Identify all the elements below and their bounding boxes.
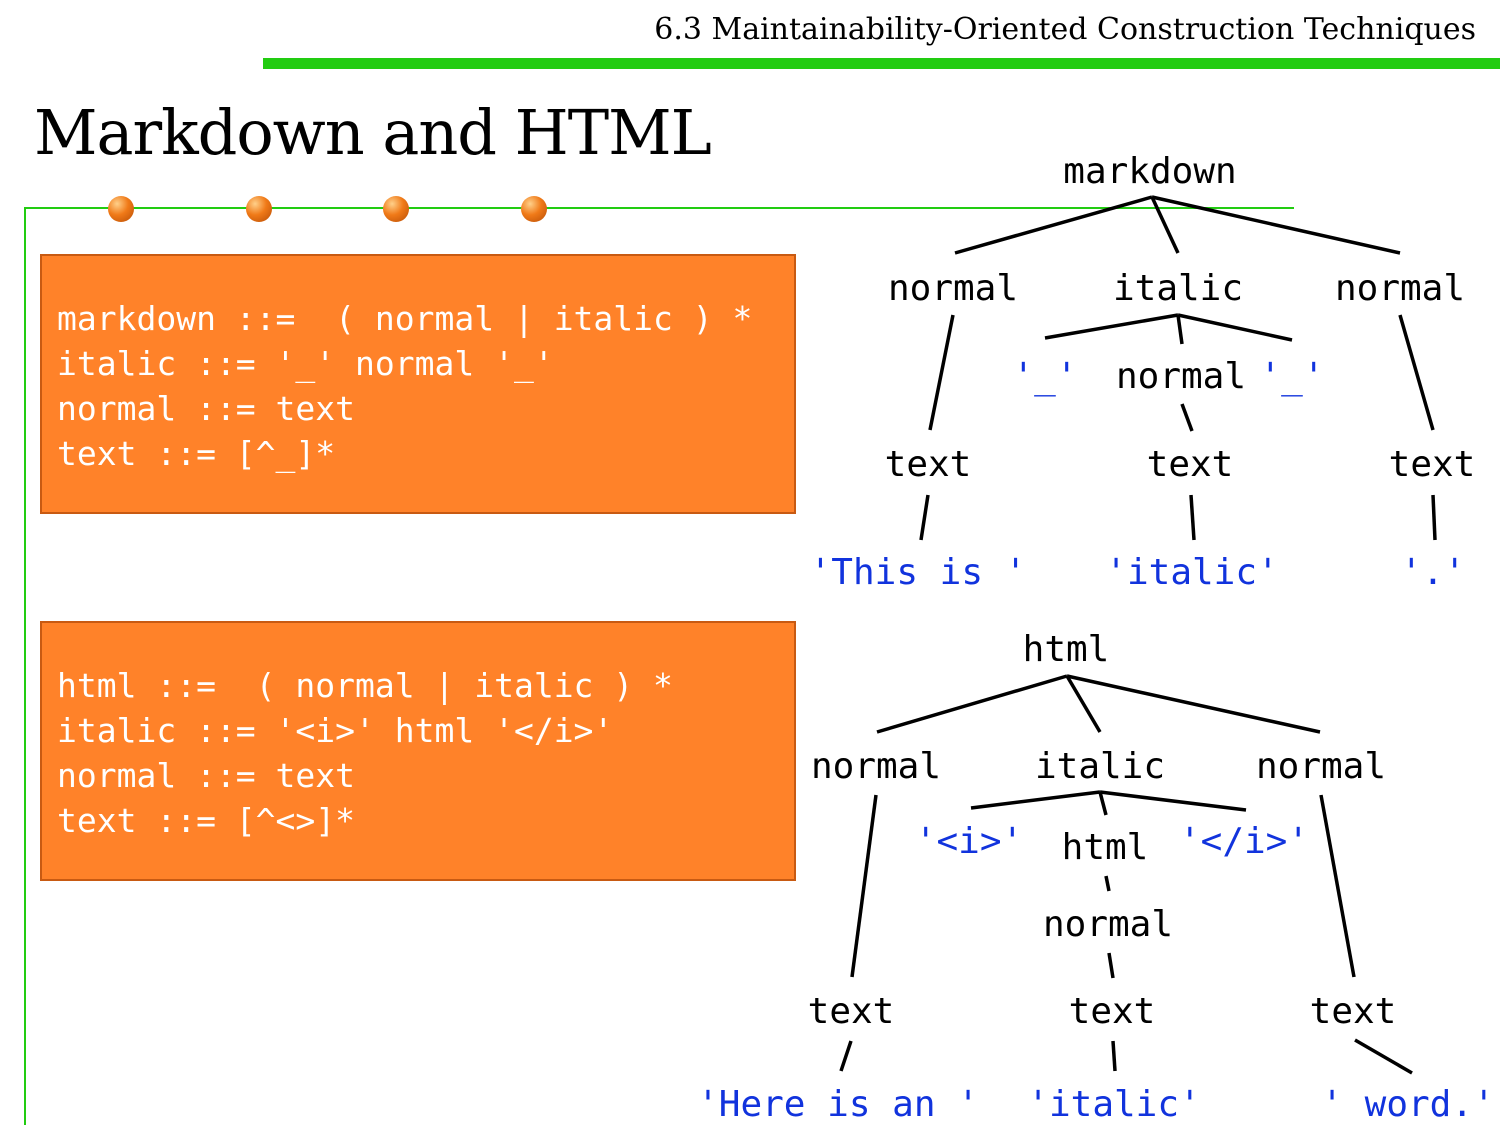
html-tree-edges — [839, 674, 1413, 1075]
orange-bullet-dot — [521, 196, 547, 222]
tree-edge — [1099, 790, 1247, 812]
tree-edge — [876, 674, 1068, 734]
tree-node-normal: normal — [1043, 904, 1173, 945]
tree-node-html: html — [1062, 827, 1149, 868]
header-bar — [263, 58, 1500, 69]
grammar-rule: text ::= [^<>]* — [57, 801, 356, 840]
tree-edge — [839, 1040, 853, 1072]
tree-edge — [1177, 313, 1293, 342]
tree-edge — [1151, 195, 1401, 255]
tree-node-text: text — [1147, 444, 1234, 485]
tree-node-normal: normal — [1256, 746, 1386, 787]
tree-edge — [1044, 313, 1179, 340]
tree-leaf-tag: '<i>' — [915, 821, 1023, 862]
tree-leaf-tag: '</i>' — [1179, 821, 1309, 862]
tree-edge — [1098, 791, 1108, 816]
tree-leaf-delimiter: '_' — [1259, 356, 1324, 397]
tree-edge — [1065, 675, 1102, 733]
markdown-tree-edges — [919, 195, 1437, 541]
tree-node-root: markdown — [1063, 151, 1236, 192]
tree-leaf-delimiter: '_' — [1012, 356, 1077, 397]
tree-edge — [1176, 314, 1184, 345]
slide-title: Markdown and HTML — [34, 96, 712, 169]
tree-edge — [850, 794, 878, 978]
grammar-rule: normal ::= text — [57, 389, 356, 428]
grammar-rule: italic ::= '<i>' html '</i>' — [57, 711, 614, 750]
section-header: 6.3 Maintainability-Oriented Constructio… — [654, 12, 1476, 47]
side-rule — [24, 207, 26, 1125]
tree-edge — [919, 494, 930, 541]
tree-node-normal: normal — [1116, 356, 1246, 397]
tree-edge — [1189, 494, 1196, 541]
title-rule — [24, 207, 1294, 209]
grammar-rule: italic ::= '_' normal '_' — [57, 344, 554, 383]
orange-bullet-dot — [108, 196, 134, 222]
tree-node-text: text — [1069, 991, 1156, 1032]
tree-node-text: text — [1310, 991, 1397, 1032]
tree-edge — [1398, 314, 1435, 431]
tree-edge — [1111, 1040, 1117, 1072]
tree-node-text: text — [1389, 444, 1476, 485]
tree-leaf-string: 'Here is an ' — [697, 1084, 979, 1125]
tree-edge — [1107, 952, 1115, 979]
grammar-rule: text ::= [^_]* — [57, 434, 336, 473]
tree-leaf-string: 'italic' — [1027, 1084, 1200, 1125]
tree-edge — [928, 314, 955, 431]
tree-leaf-string: 'italic' — [1105, 552, 1278, 593]
tree-edge — [1150, 196, 1180, 254]
tree-leaf-string: 'This is ' — [810, 552, 1027, 593]
tree-edge — [1354, 1038, 1413, 1075]
tree-node-italic: italic — [1113, 268, 1243, 309]
html-tree-nodes: html normal italic normal '<i>' html '</… — [697, 629, 1495, 1125]
tree-node-normal: normal — [811, 746, 941, 787]
tree-edge — [1319, 794, 1356, 978]
tree-node-italic: italic — [1035, 746, 1165, 787]
tree-node-normal: normal — [1335, 268, 1465, 309]
tree-node-normal: normal — [888, 268, 1018, 309]
orange-bullet-dot — [246, 196, 272, 222]
grammar-rule: markdown ::= ( normal | italic ) * — [57, 299, 753, 338]
grammar-rule: normal ::= text — [57, 756, 356, 795]
tree-leaf-string: '.' — [1400, 552, 1465, 593]
markdown-tree-nodes: markdown normal italic normal '_' normal… — [810, 151, 1476, 593]
orange-bullet-dot — [383, 196, 409, 222]
tree-edge — [954, 195, 1153, 255]
tree-node-root: html — [1023, 629, 1110, 670]
tree-edge — [1180, 403, 1194, 432]
tree-edge — [970, 790, 1101, 810]
tree-edge — [1431, 494, 1437, 541]
tree-node-text: text — [808, 991, 895, 1032]
tree-edge — [1066, 674, 1321, 734]
markdown-grammar-box: markdown ::= ( normal | italic ) * itali… — [40, 254, 796, 514]
tree-edge — [1104, 875, 1111, 892]
tree-node-text: text — [885, 444, 972, 485]
html-grammar-box: html ::= ( normal | italic ) * italic ::… — [40, 621, 796, 881]
grammar-rule: html ::= ( normal | italic ) * — [57, 666, 673, 705]
tree-leaf-string: ' word.' — [1321, 1084, 1494, 1125]
